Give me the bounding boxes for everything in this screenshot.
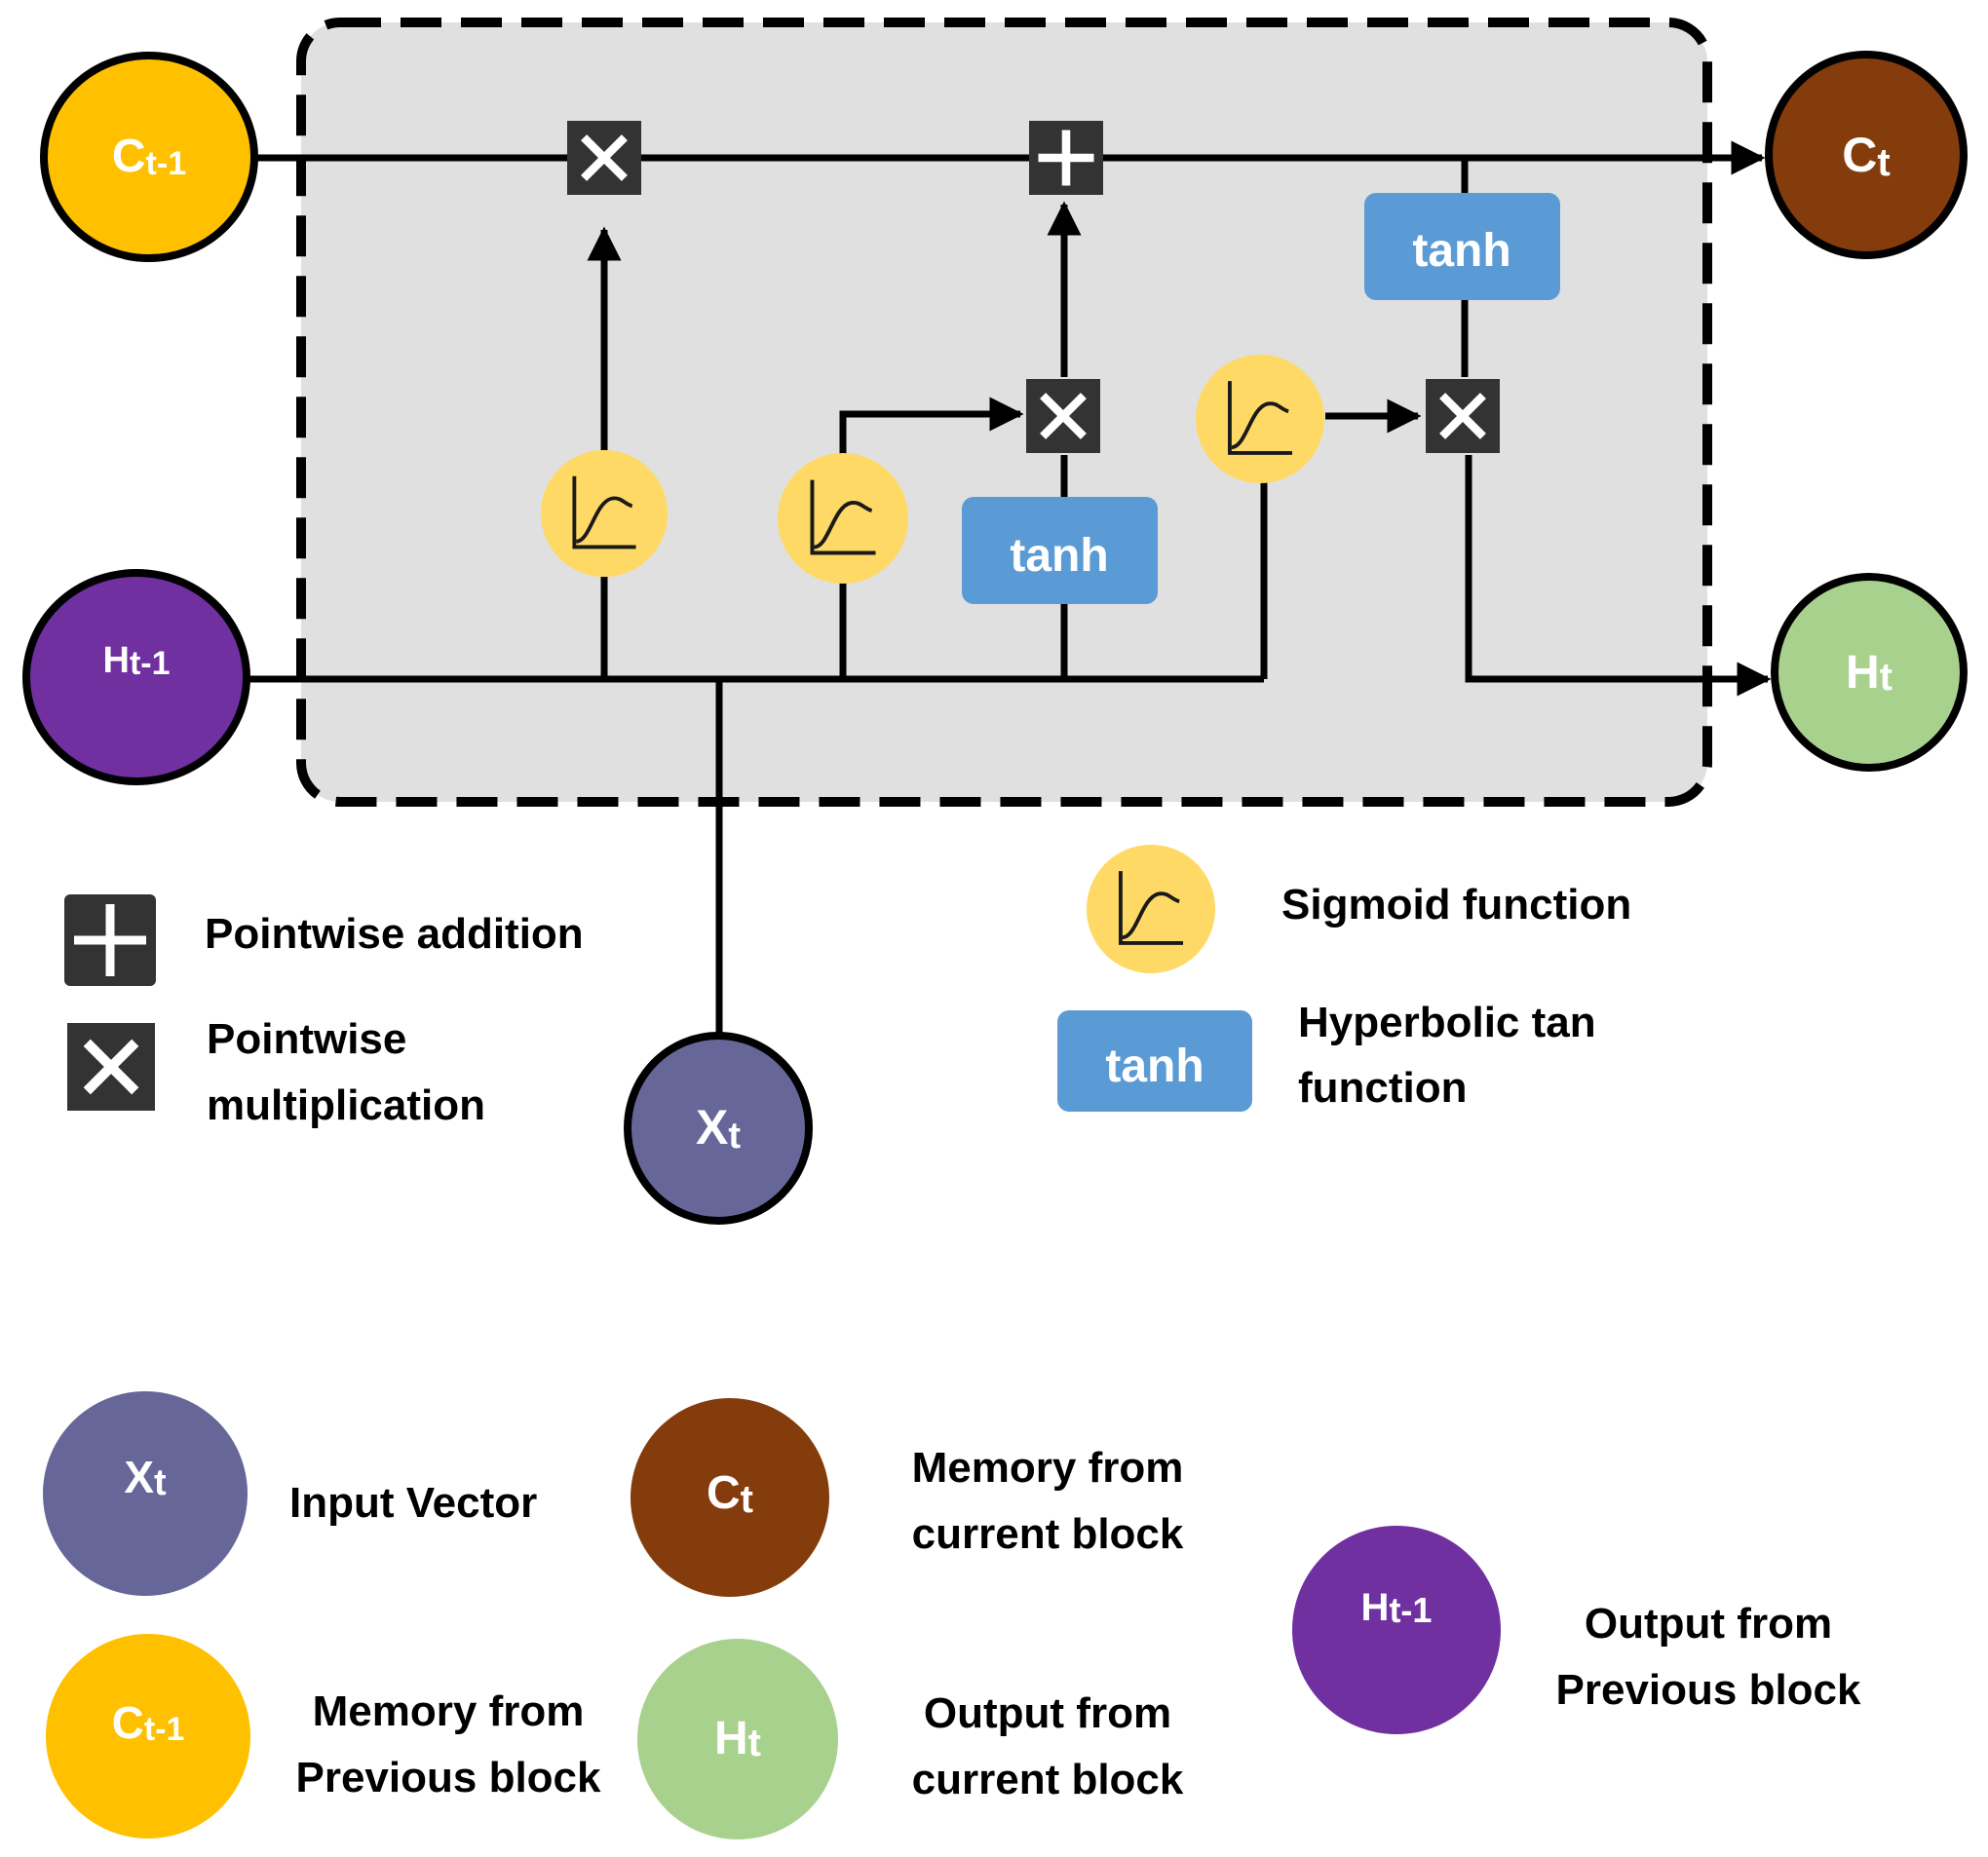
legend-h-prev-desc-2: Previous block [1555, 1666, 1861, 1714]
node-x-t-main: X [696, 1100, 728, 1155]
legend-h-t-desc-2: current block [912, 1756, 1184, 1803]
svg-text:Ht-1: Ht-1 [1361, 1586, 1433, 1630]
legend-multiplication: Pointwise multiplication [67, 1015, 485, 1129]
legend-c-t-desc-1: Memory from [912, 1444, 1184, 1492]
output-gate-sigmoid-icon [1194, 353, 1326, 485]
svg-text:Ht: Ht [1846, 647, 1892, 699]
legend-addition: Pointwise addition [64, 894, 584, 986]
legend-sigmoid: Sigmoid function [1085, 843, 1631, 975]
legend-c-prev-desc-2: Previous block [295, 1754, 601, 1801]
legend-h-t: Ht Output from current block [637, 1639, 1184, 1839]
legend-h-t-main: H [714, 1713, 748, 1764]
node-c-t-sub: t [1877, 141, 1890, 184]
candidate-tanh-label: tanh [1010, 530, 1108, 582]
node-h-prev-main: H [102, 640, 129, 681]
node-h-prev-sub: t-1 [130, 645, 171, 682]
node-c-prev: Ct-1 [40, 52, 258, 262]
legend-c-t-sub: t [741, 1478, 753, 1521]
legend-h-t-desc-1: Output from [924, 1689, 1171, 1737]
legend-tanh-label-2: function [1298, 1064, 1468, 1112]
svg-text:Ht-1: Ht-1 [102, 640, 170, 682]
svg-text:Ct: Ct [707, 1467, 753, 1521]
svg-text:Xt: Xt [696, 1100, 741, 1156]
node-c-prev-main: C [112, 131, 146, 182]
legend-h-t-sub: t [748, 1722, 761, 1764]
forget-multiply-icon [567, 121, 641, 195]
node-c-prev-sub: t-1 [146, 145, 187, 182]
legend-x-t: Xt Input Vector [43, 1391, 537, 1596]
legend-sigmoid-icon [1085, 843, 1217, 975]
input-gate-out [839, 397, 1024, 458]
node-h-t: Ht [1771, 573, 1968, 772]
legend-x-t-sub: t [154, 1462, 167, 1503]
node-h-t-main: H [1846, 647, 1880, 699]
node-x-t: Xt [624, 1032, 813, 1225]
legend-multiply-icon [67, 1023, 155, 1111]
node-c-t: Ct [1765, 51, 1968, 259]
candidate-tanh-box: tanh [962, 497, 1158, 604]
legend-x-t-main: X [124, 1452, 154, 1502]
svg-text:Ct-1: Ct-1 [112, 131, 186, 182]
legend-c-prev-main: C [112, 1697, 144, 1748]
legend-c-t-desc-2: current block [912, 1510, 1184, 1558]
legend-tanh-box-label: tanh [1105, 1041, 1204, 1092]
legend-multiplication-label-1: Pointwise [207, 1015, 406, 1063]
legend-c-t: Ct Memory from current block [631, 1398, 1184, 1597]
hidden-output-line [1465, 455, 1772, 697]
svg-text:Ct: Ct [1842, 128, 1890, 184]
svg-text:Ht: Ht [714, 1713, 761, 1764]
output-multiply-icon [1426, 379, 1500, 453]
legend-h-prev-main: H [1361, 1586, 1390, 1629]
node-c-t-main: C [1842, 128, 1877, 182]
legend-sigmoid-label: Sigmoid function [1281, 881, 1631, 928]
node-x-t-sub: t [728, 1116, 741, 1156]
svg-text:Xt: Xt [124, 1452, 167, 1503]
legend-h-prev-desc-1: Output from [1585, 1600, 1832, 1648]
forget-gate-sigmoid-icon [539, 448, 669, 579]
legend-addition-label: Pointwise addition [205, 910, 584, 958]
svg-text:Ct-1: Ct-1 [112, 1697, 185, 1748]
legend-h-prev: Ht-1 Output from Previous block [1292, 1526, 1861, 1734]
input-gate-sigmoid-icon [776, 451, 910, 586]
connections [247, 140, 1772, 1042]
legend-x-t-desc: Input Vector [289, 1479, 537, 1527]
legend-c-prev-desc-1: Memory from [313, 1687, 585, 1735]
node-h-prev: Ht-1 [22, 569, 250, 785]
legend-c-t-main: C [707, 1467, 741, 1519]
legend-tanh-label-1: Hyperbolic tan [1298, 999, 1596, 1046]
cell-add-icon [1029, 121, 1103, 195]
legend-multiplication-label-2: multiplication [207, 1081, 485, 1129]
cell-tanh-box: tanh [1364, 193, 1560, 300]
input-multiply-icon [1026, 379, 1100, 453]
cell-tanh-label: tanh [1412, 225, 1510, 277]
legend-c-prev-sub: t-1 [144, 1711, 185, 1748]
legend-tanh: tanh Hyperbolic tan function [1057, 999, 1596, 1112]
legend-h-prev-sub: t-1 [1389, 1590, 1432, 1630]
node-h-t-sub: t [1880, 656, 1892, 699]
legend-c-prev: Ct-1 Memory from Previous block [46, 1634, 601, 1838]
